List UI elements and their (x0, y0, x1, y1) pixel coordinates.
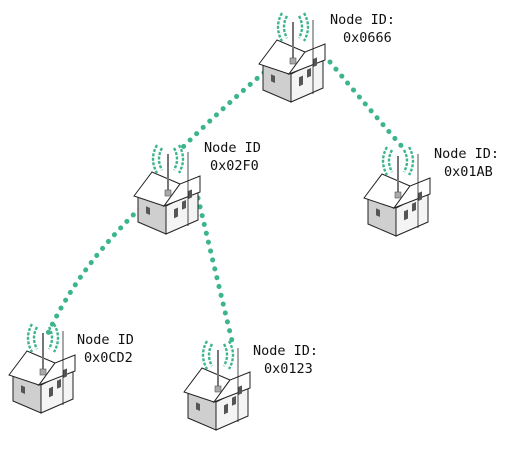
node-0x0666[interactable]: Node ID: 0x0666 (258, 12, 395, 103)
node-0x01AB[interactable]: Node ID: 0x01AB (363, 146, 499, 237)
node-label-line1: Node ID: (330, 12, 395, 28)
node-0x02F0[interactable]: Node ID 0x02F0 (133, 140, 261, 235)
node-label-line2: 0x0666 (343, 30, 392, 46)
node-0x0CD2[interactable]: Node ID 0x0CD2 (8, 323, 134, 414)
node-label-line1: Node ID: (434, 146, 499, 162)
links-layer (42, 52, 408, 348)
node-label-line2: 0x02F0 (210, 158, 259, 174)
wireless-signal-icon (151, 144, 189, 226)
node-label-line1: Node ID (204, 140, 261, 156)
wireless-signal-icon (276, 12, 314, 94)
wireless-signal-icon (381, 146, 419, 228)
wireless-signal-icon (26, 323, 64, 405)
node-label-line2: 0x01AB (444, 164, 493, 180)
node-label-line2: 0x0123 (264, 361, 313, 377)
house-with-antenna-icon (258, 39, 326, 103)
node-label-line2: 0x0CD2 (84, 350, 133, 366)
link-root-n01ab (327, 59, 408, 153)
node-label-line1: Node ID (77, 332, 134, 348)
link-n02f0-n0123 (195, 195, 236, 348)
node-0x0123[interactable]: Node ID: 0x0123 (183, 340, 318, 431)
node-label-line1: Node ID: (253, 343, 318, 359)
wireless-signal-icon (201, 340, 239, 422)
